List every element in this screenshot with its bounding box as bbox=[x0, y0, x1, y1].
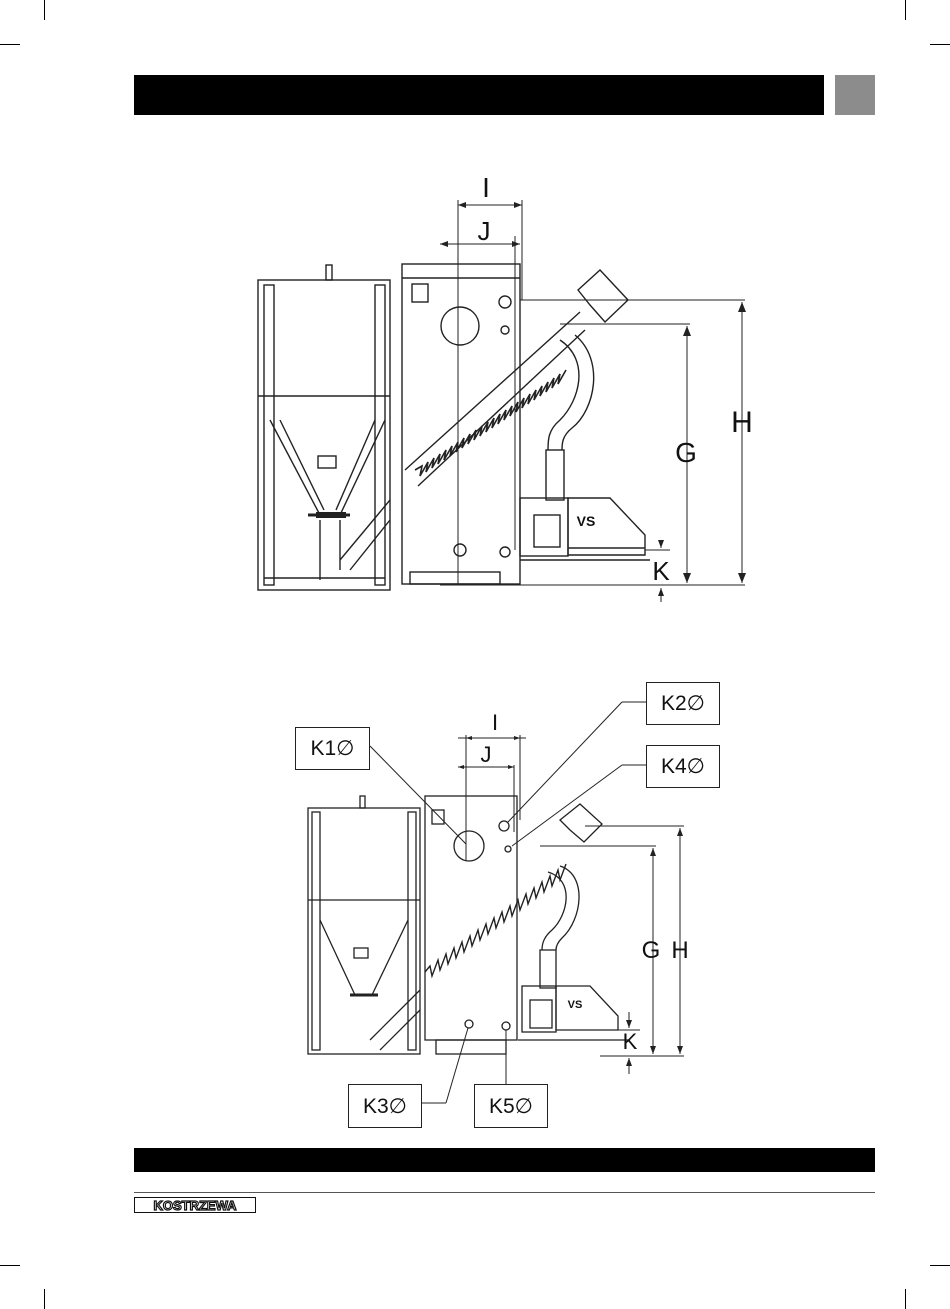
crop-mark bbox=[0, 1265, 20, 1266]
callout-k5: K5∅ bbox=[474, 1084, 548, 1128]
crop-mark bbox=[930, 1265, 950, 1266]
crop-mark bbox=[44, 1289, 45, 1309]
crop-mark bbox=[0, 44, 20, 45]
dim-label-h: H bbox=[731, 406, 753, 439]
crop-mark bbox=[44, 0, 45, 20]
dim-label-j: J bbox=[481, 742, 492, 767]
section-tab bbox=[835, 75, 875, 115]
callout-k2: K2∅ bbox=[646, 682, 720, 725]
dim-label-k: K bbox=[623, 1029, 638, 1054]
dim-label-g: G bbox=[675, 437, 697, 468]
brand-logo-text: KOSTRZEWA bbox=[153, 1198, 236, 1213]
burner-logo: VS bbox=[577, 513, 596, 529]
footer-rule bbox=[134, 1192, 875, 1193]
dim-label-i: I bbox=[482, 172, 490, 203]
crop-mark bbox=[930, 44, 950, 45]
callout-k1: K1∅ bbox=[295, 727, 370, 770]
dim-label-k: K bbox=[652, 556, 670, 586]
brand-logo: KOSTRZEWA bbox=[134, 1197, 256, 1213]
burner-logo: VS bbox=[568, 999, 583, 1011]
dim-label-g: G bbox=[642, 937, 661, 964]
footer-bar bbox=[134, 1148, 875, 1172]
boiler-side-view-diagram: I J H G K VS bbox=[240, 170, 780, 620]
crop-mark bbox=[905, 1289, 906, 1309]
dim-label-j: J bbox=[478, 216, 491, 246]
callout-k3: K3∅ bbox=[348, 1084, 422, 1128]
callout-k4: K4∅ bbox=[646, 745, 720, 788]
dim-label-i: I bbox=[492, 710, 498, 735]
dim-label-h: H bbox=[671, 937, 688, 964]
crop-mark bbox=[905, 0, 906, 20]
header-bar bbox=[134, 75, 824, 115]
